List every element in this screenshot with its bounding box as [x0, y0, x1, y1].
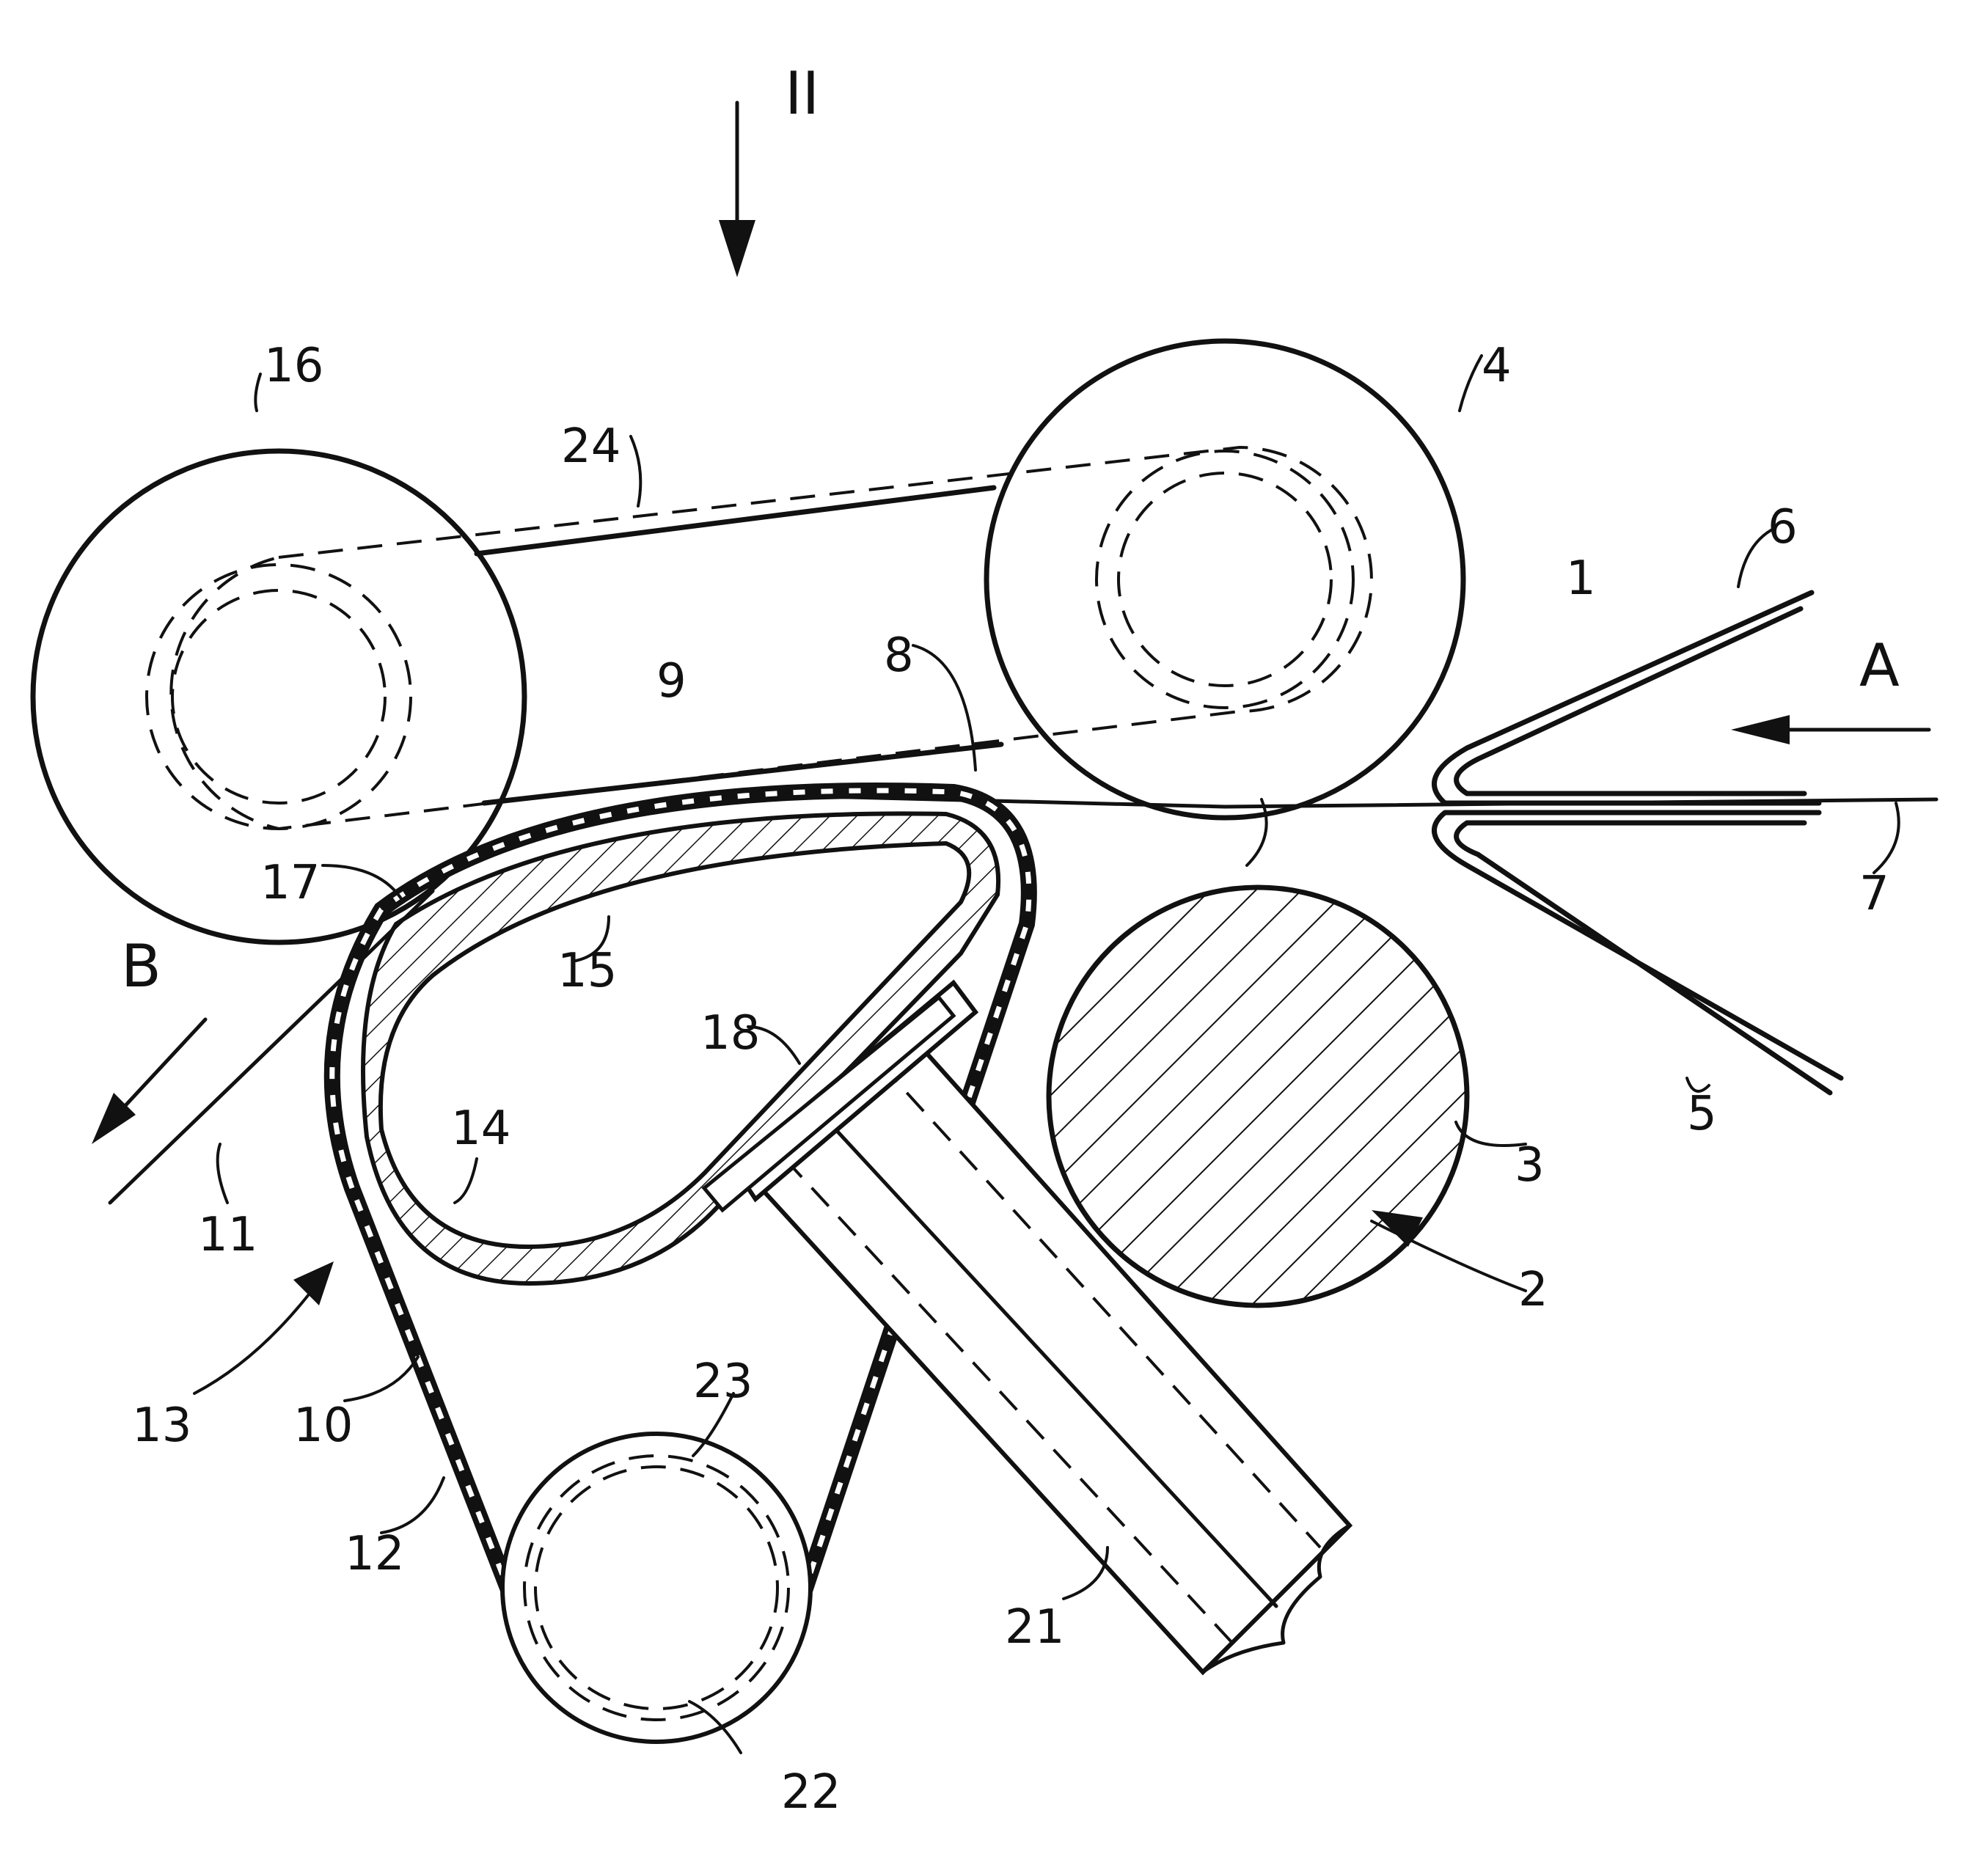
- roll-22: [502, 1434, 810, 1742]
- upper-belt-9: [171, 447, 1372, 829]
- arrow-b-label: B: [121, 932, 161, 1000]
- ref-3: 3: [1515, 1138, 1545, 1192]
- roll-4: [986, 341, 1463, 818]
- ref-2: 2: [1518, 1263, 1548, 1317]
- ref-13: 13: [132, 1399, 191, 1453]
- ref-8: 8: [884, 629, 914, 683]
- ref-21: 21: [1005, 1600, 1064, 1655]
- ref-11: 11: [198, 1208, 257, 1262]
- ref-4: 4: [1482, 339, 1512, 393]
- ref-24: 24: [561, 419, 621, 474]
- ref-18: 18: [700, 1006, 760, 1060]
- arrow-a-label: A: [1859, 631, 1900, 700]
- ref-7: 7: [1859, 867, 1889, 921]
- ref-10: 10: [293, 1399, 353, 1453]
- ref-5: 5: [1687, 1087, 1717, 1141]
- ref-17: 17: [260, 856, 320, 910]
- ref-1: 1: [1566, 552, 1596, 606]
- ref-16: 16: [264, 339, 323, 393]
- view-direction-arrow: [719, 103, 755, 277]
- ref-12: 12: [345, 1527, 404, 1581]
- ref-15: 15: [557, 944, 617, 998]
- ref-6: 6: [1768, 500, 1798, 554]
- feed-arrow-a: [1731, 715, 1929, 744]
- view-label: II: [785, 59, 819, 128]
- ref-22: 22: [781, 1765, 841, 1820]
- ref-14: 14: [451, 1102, 510, 1156]
- ref-23: 23: [693, 1355, 753, 1409]
- ref-9: 9: [656, 654, 687, 708]
- guide-plates: [1434, 593, 1841, 1093]
